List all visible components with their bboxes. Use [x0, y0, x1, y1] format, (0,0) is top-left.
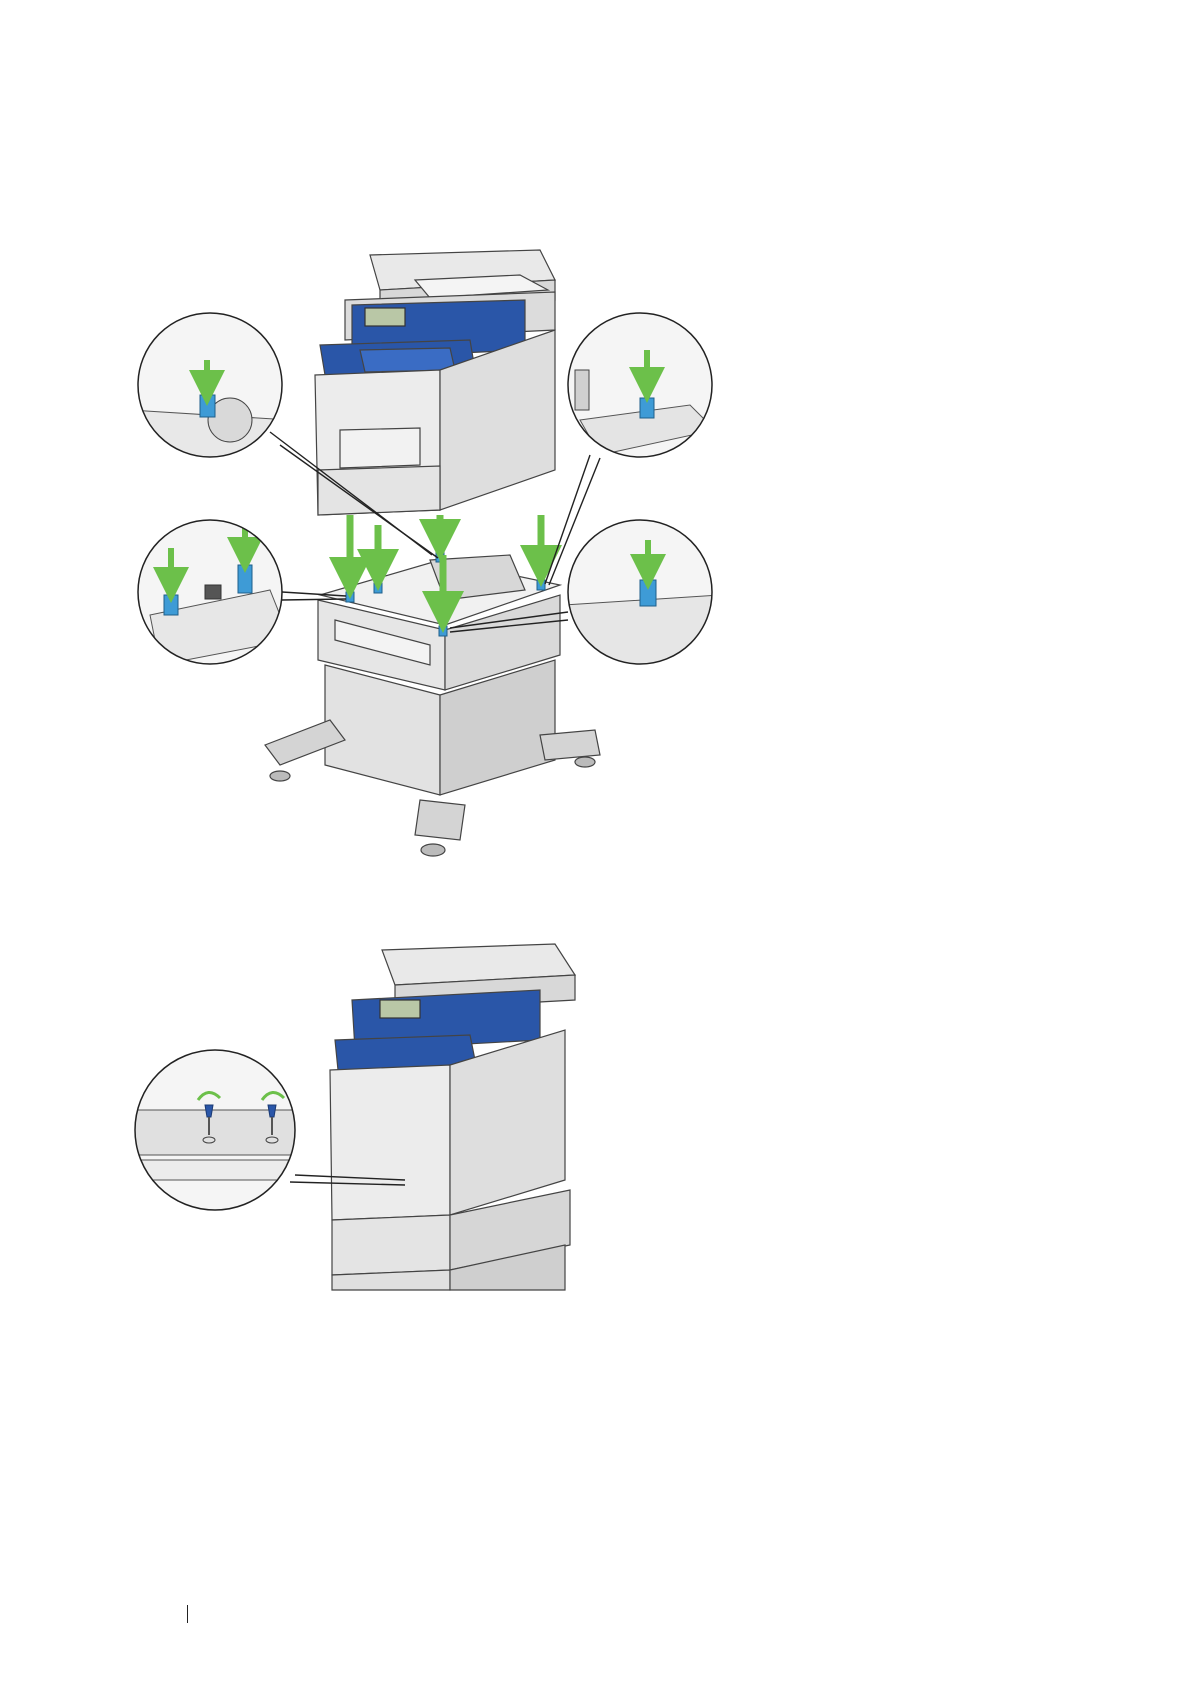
page-number-rule: [187, 1605, 188, 1623]
printer-on-stand: [330, 944, 575, 1290]
callout-detail-screws: [130, 1050, 305, 1215]
